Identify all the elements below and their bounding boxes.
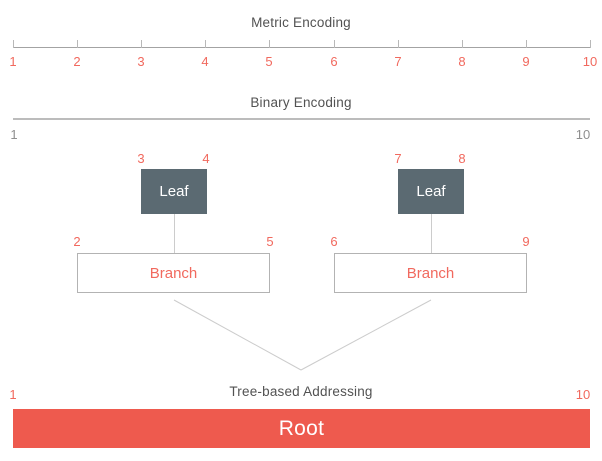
leaf2-label: Leaf xyxy=(416,183,446,200)
binary-encoding-title: Binary Encoding xyxy=(250,95,352,110)
metric-label-4: 4 xyxy=(201,54,209,69)
leaf1-label: Leaf xyxy=(159,183,189,200)
leaf1-left-num: 3 xyxy=(137,151,145,166)
binary-right-label: 10 xyxy=(575,127,591,142)
branch1-left-num: 2 xyxy=(73,234,81,249)
root-left-label: 1 xyxy=(9,387,17,402)
tree-addressing-title: Tree-based Addressing xyxy=(229,384,373,399)
leaf2-left-num: 7 xyxy=(394,151,402,166)
metric-ruler-line xyxy=(13,47,590,48)
metric-label-5: 5 xyxy=(265,54,273,69)
ruler-tick-2 xyxy=(77,40,78,48)
ruler-tick-8 xyxy=(462,40,463,48)
root-label: Root xyxy=(278,416,325,440)
branch1-right-num: 5 xyxy=(266,234,274,249)
metric-label-9: 9 xyxy=(522,54,530,69)
ruler-tick-3 xyxy=(141,40,142,48)
ruler-tick-10 xyxy=(590,40,591,48)
metric-label-8: 8 xyxy=(458,54,466,69)
ruler-tick-9 xyxy=(526,40,527,48)
ruler-tick-4 xyxy=(205,40,206,48)
metric-label-6: 6 xyxy=(330,54,338,69)
branch1-label: Branch xyxy=(149,264,198,282)
metric-encoding-title: Metric Encoding xyxy=(251,15,351,30)
leaf2-right-num: 8 xyxy=(458,151,466,166)
connector-leaf1-branch1 xyxy=(174,214,175,253)
metric-label-10: 10 xyxy=(582,54,598,69)
leaf-node-2: Leaf xyxy=(398,169,464,214)
binary-encoding-line xyxy=(13,118,590,120)
metric-label-2: 2 xyxy=(73,54,81,69)
branch2-label: Branch xyxy=(406,264,455,282)
metric-label-1: 1 xyxy=(9,54,17,69)
metric-label-7: 7 xyxy=(394,54,402,69)
ruler-tick-6 xyxy=(334,40,335,48)
metric-label-3: 3 xyxy=(137,54,145,69)
ruler-tick-7 xyxy=(398,40,399,48)
branch2-left-num: 6 xyxy=(330,234,338,249)
binary-left-label: 1 xyxy=(10,127,18,142)
leaf1-right-num: 4 xyxy=(202,151,210,166)
leaf-node-1: Leaf xyxy=(141,169,207,214)
branch-node-2: Branch xyxy=(334,253,527,293)
connector-leaf2-branch2 xyxy=(431,214,432,253)
ruler-tick-5 xyxy=(269,40,270,48)
branch-node-1: Branch xyxy=(77,253,270,293)
branch2-right-num: 9 xyxy=(522,234,530,249)
root-node: Root xyxy=(13,409,590,448)
ruler-tick-1 xyxy=(13,40,14,48)
root-right-label: 10 xyxy=(575,387,591,402)
